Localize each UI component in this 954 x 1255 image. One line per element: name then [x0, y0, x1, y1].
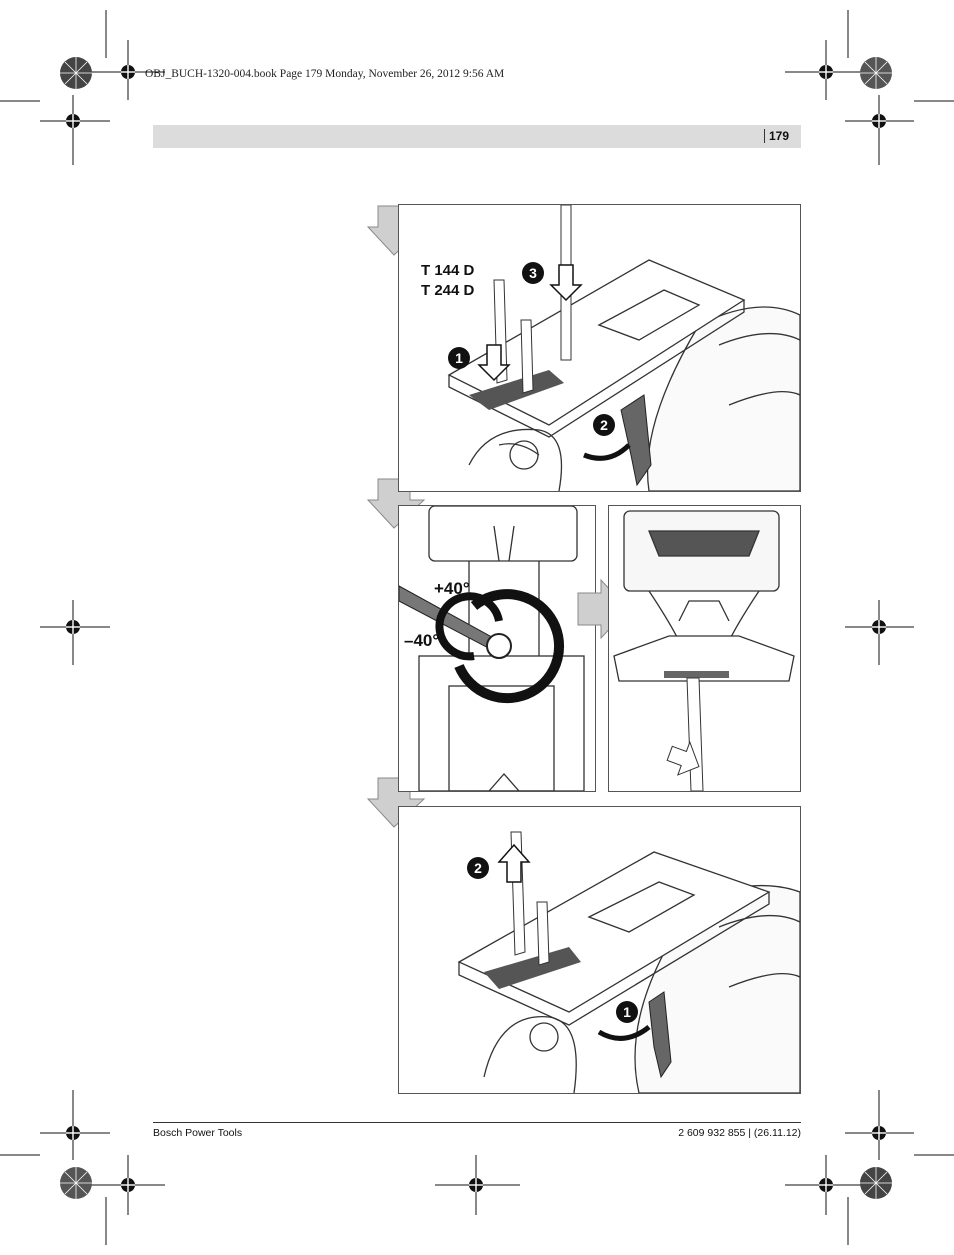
step-marker: 3 [529, 265, 537, 281]
step-marker: 2 [474, 860, 482, 876]
figure-blade-insert: 1 2 3 T 144 D T 244 D [398, 204, 801, 492]
angle-minus-label: –40° [404, 631, 439, 650]
figure-blade-remove: 2 1 [398, 806, 801, 1094]
figure-blade-detail [608, 505, 801, 792]
footer-doc-number: 2 609 932 855 | (26.11.12) [678, 1127, 801, 1139]
footer-divider [153, 1122, 801, 1123]
header-bar: 179 [153, 125, 801, 148]
angle-adjust-illustration: +40° –40° [399, 506, 585, 791]
figure-angle-adjust: +40° –40° [398, 505, 596, 792]
step-marker: 2 [600, 417, 608, 433]
blade-detail-illustration [613, 510, 795, 791]
page-number: 179 [763, 129, 789, 143]
footer-brand: Bosch Power Tools [153, 1127, 243, 1139]
blade-label: T 244 D [421, 282, 475, 299]
blade-label: T 144 D [421, 262, 475, 279]
slug-line: OBJ_BUCH-1320-004.book Page 179 Monday, … [145, 68, 505, 80]
step-marker: 1 [455, 350, 463, 366]
jigsaw-illustration-bottom: 2 1 [457, 831, 800, 1093]
step-marker: 1 [623, 1004, 631, 1020]
jigsaw-illustration-top: 1 2 3 T 144 D T 244 D [421, 205, 800, 491]
angle-plus-label: +40° [434, 579, 470, 598]
